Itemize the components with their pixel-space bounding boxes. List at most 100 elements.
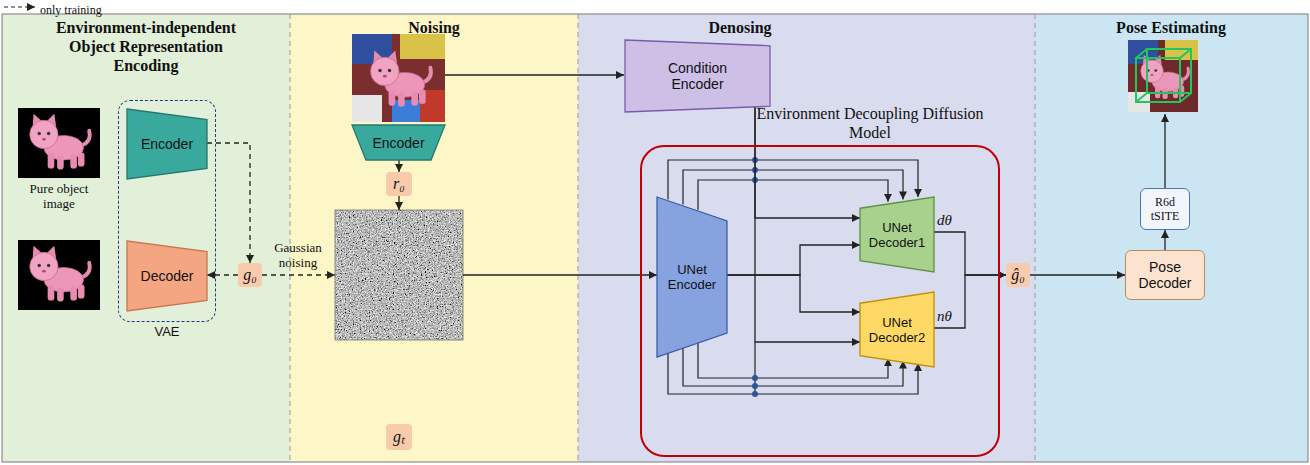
flow-arrow [934,232,1006,275]
junction-dots-part [752,391,758,397]
edge-label: Gaussian noising [266,240,330,270]
scene-image-part [352,34,445,122]
noise-image-part [335,210,463,340]
flow-arrow [1164,230,1165,250]
flow-arrow [755,107,860,342]
flow-arrow [463,274,657,275]
node-label: UNet Decoder2 [869,315,925,345]
group-label: VAE [154,324,179,339]
legend-sample [4,7,35,8]
edge-label: dθ [937,212,952,229]
scene-image [352,34,445,122]
node-label: R6d [1155,195,1175,209]
panel-grounds-part [578,14,579,462]
decoder-block: Decoder [127,241,207,311]
block-outline [127,241,207,311]
legend-text: only training [40,4,102,17]
pose-result-image-part [1136,93,1147,102]
group-label: Environment Decoupling Diffusion Model [755,104,985,142]
vae-group: VAEEncoderDecoder [118,100,216,322]
node-label: Encoder [141,136,193,152]
section-panel: Environment-independent Object Represent… [2,14,290,462]
node-label: Decoder [141,268,194,284]
noisy-latent: gₜ [335,210,463,450]
section-heading: Noising [408,18,460,37]
encoder-block: Encoder [127,109,207,179]
training-arrow [207,274,238,275]
section-heading: Pose Estimating [1116,18,1226,37]
scene-image-part [371,51,431,107]
block-outline [352,125,445,160]
flow-arrow [727,275,860,312]
image-caption: Pure object image [14,181,104,211]
scene-image-part [400,34,445,59]
scene-image-part [352,95,382,122]
block-outline [860,292,934,367]
pose-result-image-part [1136,58,1180,102]
block-outline [657,197,727,357]
junction-dots-part [752,383,758,389]
pose-result-image [1128,40,1198,112]
noise-image [335,210,463,340]
legend-sample-part [4,6,35,7]
section-heading: Denosing [708,18,771,37]
block-outline [625,40,770,112]
latent-tag: g₀ [238,263,262,287]
node-label: tSITE [1151,209,1180,223]
pose-decoder: Pose Decoder [1125,250,1205,300]
pure-object-image-part [30,114,90,170]
pose-result-image-part [1147,49,1191,93]
legend-entry: only training [40,0,102,18]
caption-holder: Pure object image [14,181,104,211]
flow-arrow [934,275,1006,328]
training-arrow [262,274,335,275]
image-arrows-part [445,74,624,75]
panel-grounds-part [2,14,290,462]
section-panel: NoisingEncoder r₀ gₜ [290,14,578,462]
pose-result-image-part [1180,49,1191,58]
reconstructed-object-image [18,240,100,310]
flow-arrow [398,160,399,172]
unet-encoder: UNet Encoder [657,197,727,357]
flow-arrow [398,196,399,210]
pose-output-box: R6dtSITE [1140,188,1190,230]
flow-arrow [727,245,860,275]
node-label: UNet Decoder1 [869,220,925,250]
training-arrow [207,143,250,263]
skip-connections-part [698,180,888,210]
block-outline [860,197,934,272]
flow-arrow [1030,274,1125,275]
node-label: g₀ [243,265,257,285]
pure-object-image [18,108,100,178]
edge-label: nθ [937,308,952,325]
image-arrows [445,75,1165,188]
diffusion-model-frame: Environment Decoupling Diffusion ModelUN… [640,145,1000,457]
edge-label-holder: dθ [937,212,952,229]
reconstructed-object-image-part [18,240,100,310]
panel-grounds-part [578,14,1035,462]
noise-image-part [335,210,463,340]
section-panel: DenosingCondition EncoderEnvironment Dec… [578,14,1035,462]
panel-grounds [2,14,1308,462]
panel-grounds-part [290,14,578,462]
pure-object-image-part [18,108,100,178]
node-label: ĝ₀ [1011,265,1025,285]
node-label: UNet Encoder [668,262,716,292]
pose-result-image-part [1136,49,1147,58]
node-label: r₀ [393,174,405,194]
encoder-block: Encoder [352,125,445,160]
edge-label-holder: nθ [937,308,952,325]
node-label: Encoder [372,135,424,151]
panel-grounds-part [2,14,1308,462]
skip-connections-part [683,170,903,205]
pose-result-image-part [1180,93,1191,102]
pose-result-image-part [1128,40,1198,112]
edge-label-holder: Gaussian noising [266,240,330,270]
block-outline [127,109,207,179]
flow-arrow [755,107,860,218]
panel-grounds-part [1035,14,1036,462]
unet-decoder: UNet Decoder1 [860,197,934,272]
panel-grounds-part [290,14,291,462]
node-label: gₜ [386,424,412,450]
